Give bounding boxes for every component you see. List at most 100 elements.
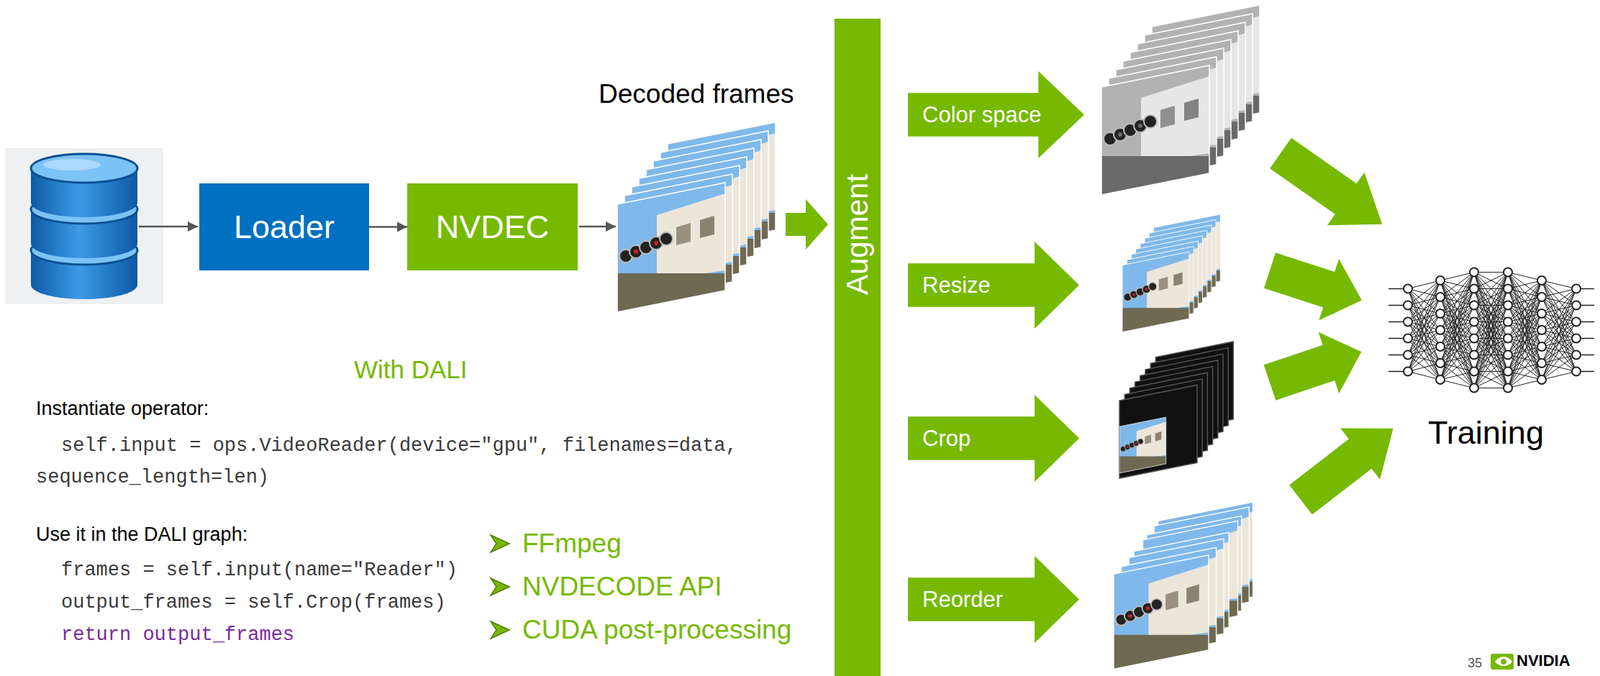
network-link	[1541, 289, 1577, 381]
bullet-item: FFmpeg	[522, 528, 622, 560]
node-label: Reorder	[922, 587, 1003, 613]
network-link	[1507, 363, 1542, 389]
label-holder: With DALI	[353, 355, 468, 385]
network-neuron	[1503, 268, 1513, 277]
network-neuron	[1537, 309, 1547, 318]
node-label: Augment	[840, 174, 875, 295]
network-link	[1474, 371, 1508, 389]
network-link	[1407, 346, 1441, 372]
network-link	[1507, 346, 1542, 389]
network-link	[1407, 280, 1441, 372]
network-neuron	[1403, 317, 1413, 327]
network-link	[1440, 272, 1475, 348]
network-link	[1440, 272, 1475, 365]
label-holder: return output_frames	[61, 624, 295, 647]
network-link	[1474, 271, 1508, 273]
network-link	[1440, 330, 1475, 389]
network-link	[1507, 280, 1542, 323]
bullet-item: NVDECODE API	[522, 571, 723, 603]
text-holder: Loader	[233, 208, 335, 247]
network-neuron	[1503, 351, 1513, 360]
arrow-outline	[907, 394, 1080, 483]
network-neuron	[1571, 367, 1581, 377]
section-heading: With DALI	[353, 355, 468, 385]
label-holder: output_frames = self.Crop(frames)	[61, 592, 447, 615]
network-link	[1440, 272, 1475, 331]
network-link	[1474, 272, 1508, 339]
network-link	[1407, 330, 1441, 372]
note-text: Use it in the DALI graph:	[35, 523, 248, 547]
label-holder: 35	[1467, 656, 1483, 672]
network-link	[1440, 355, 1475, 381]
bullet-symbol	[489, 576, 511, 598]
label-holder: Instantiate operator:	[35, 397, 209, 421]
network-link	[1407, 297, 1441, 372]
network-neuron	[1403, 367, 1413, 377]
network-link	[1507, 297, 1542, 389]
network-link	[1440, 322, 1475, 381]
arrow-outline	[907, 556, 1080, 644]
network-link	[1474, 387, 1508, 389]
network-link	[1440, 379, 1475, 389]
network-link	[1474, 272, 1508, 356]
frame-stack	[617, 122, 776, 317]
text-holder: Resize	[922, 272, 991, 299]
network-neuron	[1435, 309, 1445, 318]
network-neuron	[1469, 367, 1479, 377]
augment-arrow: Reorder	[907, 556, 1080, 644]
network-link	[1440, 280, 1475, 389]
network-neuron	[1435, 292, 1445, 302]
network-neuron	[1571, 334, 1581, 344]
text-holder: Augment	[840, 174, 875, 295]
network-link	[1507, 313, 1542, 389]
code-line: output_frames = self.Crop(frames)	[61, 592, 447, 615]
network-link	[1440, 305, 1475, 381]
network-neuron	[1435, 375, 1445, 385]
network-link	[1507, 280, 1542, 356]
network-link	[1507, 280, 1542, 389]
network-link	[1440, 297, 1475, 389]
section-heading: Decoded frames	[598, 79, 794, 111]
flow-line	[579, 225, 616, 229]
bullet-symbol	[489, 533, 511, 554]
label-holder: Decoded frames	[598, 79, 794, 111]
network-link	[1541, 371, 1577, 381]
network-link	[1407, 280, 1441, 323]
network-neuron	[1469, 351, 1479, 360]
resized-frame-stack	[1122, 214, 1221, 335]
augment-arrow: Resize	[907, 241, 1080, 329]
code-line: return output_frames	[61, 624, 295, 647]
block-arrow	[1259, 126, 1413, 526]
network-neuron	[1537, 325, 1547, 335]
network-neuron	[1503, 334, 1513, 344]
network-neuron	[1469, 317, 1479, 327]
network-neuron	[1469, 301, 1479, 311]
network-link	[1507, 280, 1542, 372]
bullet-symbol	[489, 620, 511, 641]
caption-text: Training	[1428, 414, 1544, 452]
network-link	[1474, 289, 1508, 389]
block-arrow	[785, 199, 829, 250]
network-link	[1541, 338, 1577, 381]
network-link	[1541, 280, 1577, 356]
network-neuron	[1403, 334, 1413, 344]
label-holder: Use it in the DALI graph:	[35, 523, 248, 547]
network-neuron	[1571, 351, 1581, 360]
network-link	[1541, 305, 1577, 381]
network-link	[1440, 313, 1475, 389]
network-link	[1541, 289, 1577, 348]
label-holder: NVIDIA	[1516, 651, 1571, 670]
augment-arrow: Crop	[907, 394, 1080, 483]
network-neuron	[1537, 292, 1547, 302]
loader-box: Loader	[199, 183, 370, 271]
bullet-row: NVDECODE API	[489, 571, 723, 603]
augment-bar: Augment	[834, 18, 881, 676]
network-link	[1474, 272, 1508, 339]
reordered-frame-stack	[1113, 502, 1254, 674]
grayscale-frame-stack	[1101, 5, 1260, 200]
network-neuron	[1503, 284, 1513, 294]
node-label: Crop	[922, 425, 971, 452]
network-link	[1474, 338, 1508, 389]
network-link	[1474, 355, 1508, 389]
cropped-frame-stack	[1119, 341, 1234, 479]
